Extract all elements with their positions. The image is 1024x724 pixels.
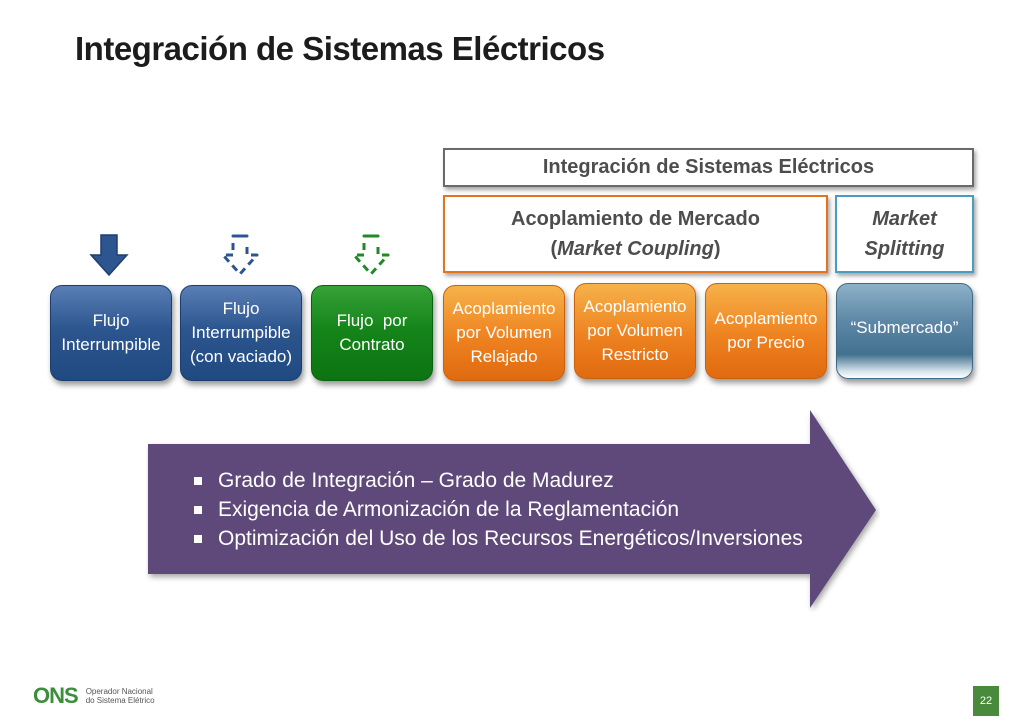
bullet-item: Optimización del Uso de los Recursos Ene… <box>190 524 830 553</box>
market-coupling-sublabel: (Market Coupling) <box>550 238 721 260</box>
market-coupling-header: Acoplamiento de Mercado (Market Coupling… <box>443 195 828 273</box>
bullet-item: Exigencia de Armonización de la Reglamen… <box>190 495 830 524</box>
big-arrow-shape <box>148 410 876 608</box>
outline-down-arrow-icon <box>352 234 390 276</box>
logo-mark: ONS <box>33 683 79 708</box>
bullet-item: Grado de Integración – Grado de Madurez <box>190 466 830 495</box>
integration-header-label: Integración de Sistemas Eléctricos <box>542 156 875 178</box>
solid-down-arrow-icon <box>89 234 129 277</box>
market-splitting-label-1: Market <box>872 208 937 230</box>
step-submercado: “Submercado” <box>836 283 973 379</box>
page-number: 22 <box>973 686 999 716</box>
integration-header: Integración de Sistemas Eléctricos <box>443 148 974 187</box>
slide-title: Integración de Sistemas Eléctricos <box>75 30 605 67</box>
logo-subtitle: Operador Nacional do Sistema Elétrico <box>85 687 155 705</box>
market-splitting-header: Market Splitting <box>835 195 974 273</box>
outline-down-arrow-icon <box>221 234 259 276</box>
market-splitting-label-2: Splitting <box>864 238 945 260</box>
bullet-list: Grado de Integración – Grado de Madurez … <box>190 466 830 553</box>
ons-logo: ONS Operador Nacional do Sistema Elétric… <box>33 683 155 709</box>
market-coupling-label: Acoplamiento de Mercado <box>511 208 760 230</box>
